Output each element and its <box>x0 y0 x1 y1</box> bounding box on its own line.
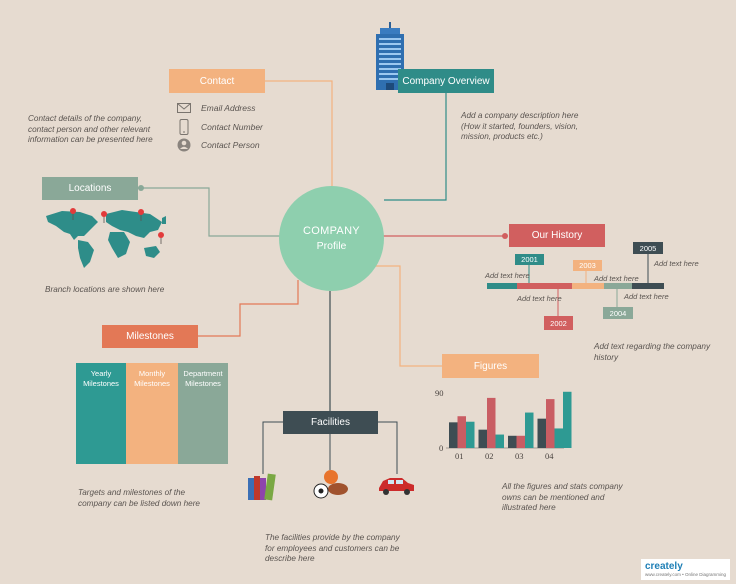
company-overview-box[interactable]: Company Overview <box>398 69 494 93</box>
history-year-2004: 2004 <box>603 307 633 319</box>
history-add-text-2003: Add text here <box>594 274 639 283</box>
connector-contact <box>265 80 333 186</box>
milestones-title: Milestones <box>126 331 174 342</box>
locations-title: Locations <box>68 183 112 194</box>
locations-box[interactable]: Locations <box>42 177 138 200</box>
chart-bar-02-s3 <box>495 434 504 448</box>
connector-overview <box>384 93 447 201</box>
chart-bar-04-s2 <box>546 399 555 448</box>
sports-balls-icon <box>313 470 348 499</box>
chart-xtick-03: 03 <box>515 451 524 461</box>
facilities-box[interactable]: Facilities <box>283 411 378 434</box>
world-map <box>46 210 166 268</box>
map-pins <box>70 208 164 244</box>
overview-note: Add a company description here(How it st… <box>461 111 579 141</box>
chart-bar-02-s2 <box>487 397 496 448</box>
history-title: Our History <box>531 230 583 241</box>
contact-item-person: Contact Person <box>177 138 260 152</box>
phone-icon <box>179 119 189 135</box>
company-profile-hub[interactable]: COMPANY Profile <box>279 186 384 291</box>
connector-milestones <box>198 280 299 337</box>
figures-chart <box>446 391 572 449</box>
facilities-title: Facilities <box>311 417 350 428</box>
contact-title: Contact <box>199 75 235 87</box>
history-add-text-2004: Add text here <box>624 292 669 301</box>
milestones-box[interactable]: Milestones <box>102 325 198 348</box>
chart-bar-01-s1 <box>449 422 458 448</box>
history-year-2002: 2002 <box>544 316 573 330</box>
contact-item-email: Email Address <box>177 103 255 113</box>
chart-bar-04-s1 <box>537 418 546 448</box>
locations-note: Branch locations are shown here <box>45 285 165 294</box>
chart-xtick-01: 01 <box>455 451 464 461</box>
envelope-icon <box>177 103 191 113</box>
chart-bar-01-s3 <box>466 421 475 448</box>
contact-box[interactable]: Contact <box>169 69 265 93</box>
chart-ytick-0: 0 <box>439 443 444 453</box>
history-year-2003: 2003 <box>573 260 602 271</box>
contact-item-phone: Contact Number <box>177 119 263 135</box>
history-add-text-2005: Add text here <box>654 259 699 268</box>
history-timeline <box>487 254 664 316</box>
chart-ytick-90: 90 <box>435 388 444 398</box>
history-year-2005: 2005 <box>633 242 663 254</box>
overview-title: Company Overview <box>402 75 490 87</box>
chart-bar-01-s2 <box>457 416 466 448</box>
person-icon <box>177 138 191 152</box>
hub-title: COMPANY <box>303 225 360 237</box>
connector-figures <box>370 265 442 367</box>
our-history-box[interactable]: Our History <box>509 224 605 247</box>
connector-locations <box>138 187 282 237</box>
chart-bar-03-s3 <box>525 412 534 448</box>
hub-subtitle: Profile <box>316 240 347 252</box>
figures-box[interactable]: Figures <box>442 354 539 378</box>
books-icon <box>248 473 276 501</box>
contact-note: Contact details of the company,contact p… <box>28 114 153 144</box>
chart-xtick-02: 02 <box>485 451 494 461</box>
car-icon <box>379 478 414 495</box>
chart-bar-03-s1 <box>508 435 517 448</box>
history-year-2001: 2001 <box>515 254 544 265</box>
figures-title: Figures <box>473 360 508 372</box>
chart-bar-02-s1 <box>478 429 487 448</box>
building-icon <box>376 22 404 90</box>
chart-bar-04-extra <box>563 391 572 448</box>
chart-bar-04-s3 <box>554 428 563 448</box>
history-add-text-2001: Add text here <box>485 271 530 280</box>
creately-logo: creately www.creately.com • Online Diagr… <box>640 559 730 580</box>
history-add-text-2002: Add text here <box>517 294 562 303</box>
chart-bar-03-s2 <box>516 435 525 448</box>
chart-xtick-04: 04 <box>545 451 554 461</box>
